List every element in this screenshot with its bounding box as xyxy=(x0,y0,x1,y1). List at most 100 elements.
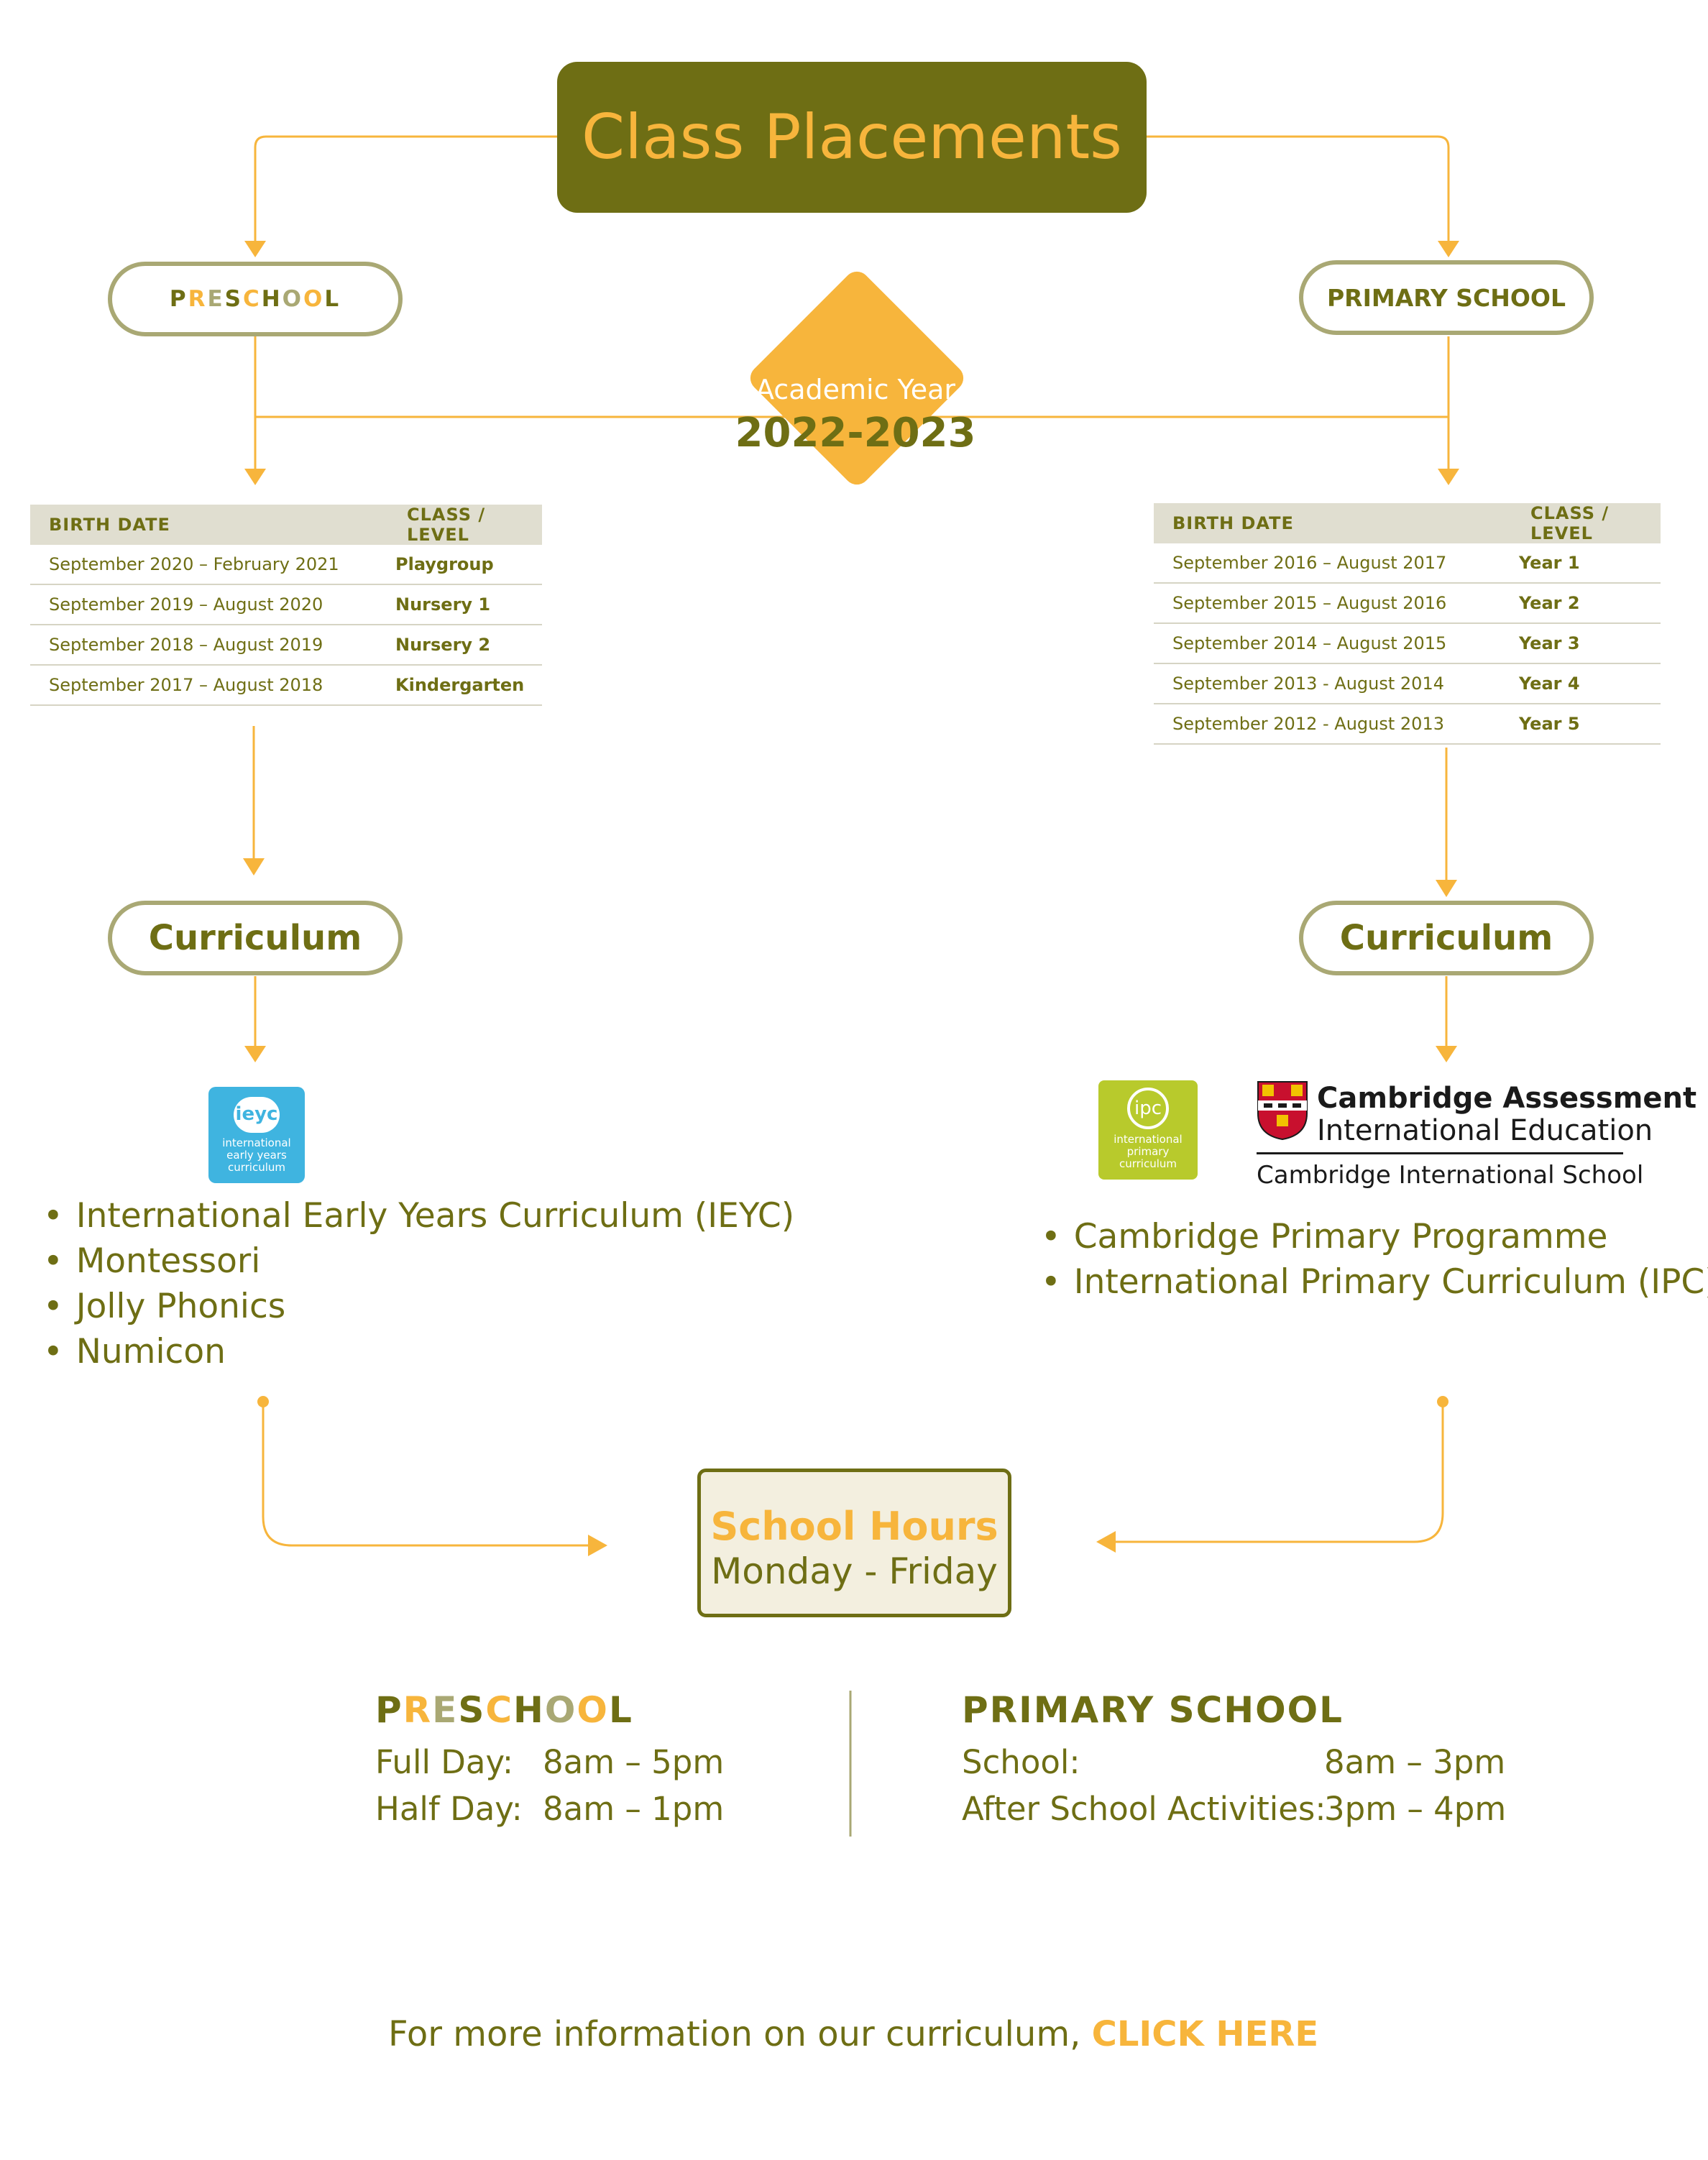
birth-date-cell: September 2013 - August 2014 xyxy=(1154,663,1512,704)
page-title: Class Placements xyxy=(582,101,1122,173)
arrowhead xyxy=(588,1535,607,1556)
list-item: Montessori xyxy=(43,1238,794,1284)
arrowhead xyxy=(243,858,265,876)
class-level-cell: Nursery 1 xyxy=(388,584,542,625)
arrowhead xyxy=(1436,1046,1457,1062)
arrowhead xyxy=(244,469,266,485)
preschool-curriculum-pill: Curriculum xyxy=(108,901,403,975)
list-item: International Primary Curriculum (IPC) xyxy=(1041,1259,1708,1305)
preschool-curriculum-list: International Early Years Curriculum (IE… xyxy=(43,1193,794,1374)
hours-time: 8am – 1pm xyxy=(543,1790,725,1828)
list-item: International Early Years Curriculum (IE… xyxy=(43,1193,794,1238)
ipc-logo-mark: ipc xyxy=(1127,1088,1169,1129)
hours-primary-heading: PRIMARY SCHOOL xyxy=(962,1689,1344,1731)
curriculum-label: Curriculum xyxy=(148,918,362,958)
class-level-cell: Nursery 2 xyxy=(388,625,542,666)
class-level-cell: Playgroup xyxy=(388,545,542,585)
hours-row: School: xyxy=(962,1743,1080,1781)
table-header: BIRTH DATE xyxy=(30,505,388,545)
cambridge-logo-line2: International Education xyxy=(1317,1114,1653,1147)
class-level-cell: Year 4 xyxy=(1512,663,1661,704)
table-header-row: BIRTH DATE CLASS / LEVEL xyxy=(30,505,542,545)
school-hours-box: School Hours Monday - Friday xyxy=(697,1469,1011,1617)
ieyc-logo-text: curriculum xyxy=(227,1161,286,1174)
birth-date-cell: September 2017 – August 2018 xyxy=(30,665,388,706)
list-item: Cambridge Primary Programme xyxy=(1041,1214,1708,1259)
hours-time: 3pm – 4pm xyxy=(1324,1790,1507,1828)
table-row: September 2019 – August 2020 Nursery 1 xyxy=(30,584,542,625)
connector-dot xyxy=(1437,1396,1448,1407)
primary-curriculum-list: Cambridge Primary Programme Internationa… xyxy=(1041,1214,1708,1305)
table-row: September 2013 - August 2014 Year 4 xyxy=(1154,663,1661,704)
birth-date-cell: September 2012 - August 2013 xyxy=(1154,704,1512,745)
arrow-title-to-primary xyxy=(1147,135,1450,243)
hours-time: 8am – 5pm xyxy=(543,1743,725,1781)
arrow-pri-to-hours xyxy=(1114,1402,1444,1543)
cambridge-shield-icon xyxy=(1257,1081,1308,1141)
class-level-cell: Year 3 xyxy=(1512,623,1661,664)
table-row: September 2014 – August 2015 Year 3 xyxy=(1154,623,1661,664)
arrowhead xyxy=(1436,880,1457,897)
class-level-cell: Year 1 xyxy=(1512,543,1661,584)
primary-curriculum-pill: Curriculum xyxy=(1299,901,1594,975)
list-item: Numicon xyxy=(43,1329,794,1374)
cambridge-logo-line3: Cambridge International School xyxy=(1257,1161,1644,1190)
footer-text: For more information on our curriculum, xyxy=(388,2014,1081,2054)
arrowhead xyxy=(1438,469,1459,485)
list-item: Jolly Phonics xyxy=(43,1284,794,1329)
curriculum-label: Curriculum xyxy=(1339,918,1553,958)
arrow-title-to-preschool xyxy=(254,135,557,243)
class-level-cell: Kindergarten xyxy=(388,665,542,706)
birth-date-cell: September 2014 – August 2015 xyxy=(1154,623,1512,664)
arrowhead xyxy=(244,241,266,257)
arrowhead xyxy=(1096,1531,1116,1553)
table-row: September 2020 – February 2021 Playgroup xyxy=(30,545,542,585)
preschool-placement-table: BIRTH DATE CLASS / LEVEL September 2020 … xyxy=(30,505,542,706)
birth-date-cell: September 2020 – February 2021 xyxy=(30,545,388,585)
hours-row: Full Day: xyxy=(375,1743,513,1781)
academic-year-label: Academic Year 2022-2023 xyxy=(719,374,992,456)
ieyc-logo-text: international xyxy=(222,1136,291,1149)
connector-dot xyxy=(257,1396,269,1407)
hours-preschool-label: PRESCHOOL xyxy=(375,1689,633,1731)
school-hours-title: School Hours xyxy=(710,1504,998,1549)
table-row: September 2016 – August 2017 Year 1 xyxy=(1154,543,1661,584)
birth-date-cell: September 2015 – August 2016 xyxy=(1154,583,1512,624)
primary-placement-table: BIRTH DATE CLASS / LEVEL September 2016 … xyxy=(1154,503,1661,745)
table-row: September 2012 - August 2013 Year 5 xyxy=(1154,704,1661,745)
arrowhead xyxy=(1438,241,1459,257)
primary-school-pill: PRIMARY SCHOOL xyxy=(1299,260,1594,335)
class-level-cell: Year 5 xyxy=(1512,704,1661,745)
footer: For more information on our curriculum, … xyxy=(388,2014,1366,2054)
table-row: September 2015 – August 2016 Year 2 xyxy=(1154,583,1661,624)
hours-row: After School Activities: xyxy=(962,1790,1326,1828)
preschool-label: PRESCHOOL xyxy=(169,286,341,312)
hours-preschool-heading: PRESCHOOL xyxy=(375,1689,633,1731)
table-row: September 2017 – August 2018 Kindergarte… xyxy=(30,665,542,706)
table-header: CLASS / LEVEL xyxy=(388,505,542,545)
arrow-pre-to-hours xyxy=(262,1402,589,1547)
cambridge-logo-line1: Cambridge Assessment xyxy=(1317,1082,1697,1115)
academic-year-diamond xyxy=(750,271,964,485)
hours-time: 8am – 3pm xyxy=(1324,1743,1506,1781)
title-banner: Class Placements xyxy=(557,62,1147,213)
table-header-row: BIRTH DATE CLASS / LEVEL xyxy=(1154,503,1661,543)
table-row: September 2018 – August 2019 Nursery 2 xyxy=(30,625,542,666)
hours-row: Half Day: xyxy=(375,1790,523,1828)
ipc-logo-text: primary xyxy=(1126,1145,1170,1158)
birth-date-cell: September 2018 – August 2019 xyxy=(30,625,388,666)
ipc-logo-text: curriculum xyxy=(1119,1157,1177,1170)
school-hours-days: Monday - Friday xyxy=(711,1550,998,1592)
cambridge-logo-divider xyxy=(1257,1152,1623,1154)
table-header: BIRTH DATE xyxy=(1154,503,1512,543)
birth-date-cell: September 2016 – August 2017 xyxy=(1154,543,1512,584)
primary-school-label: PRIMARY SCHOOL xyxy=(1327,283,1566,312)
academic-year-caption: Academic Year xyxy=(755,374,955,405)
table-header: CLASS / LEVEL xyxy=(1512,503,1661,543)
class-level-cell: Year 2 xyxy=(1512,583,1661,624)
preschool-pill: PRESCHOOL xyxy=(108,262,403,336)
click-here-link[interactable]: CLICK HERE xyxy=(1091,2014,1319,2054)
ieyc-logo-text: early years xyxy=(226,1149,287,1162)
ipc-logo-text: international xyxy=(1114,1133,1183,1146)
